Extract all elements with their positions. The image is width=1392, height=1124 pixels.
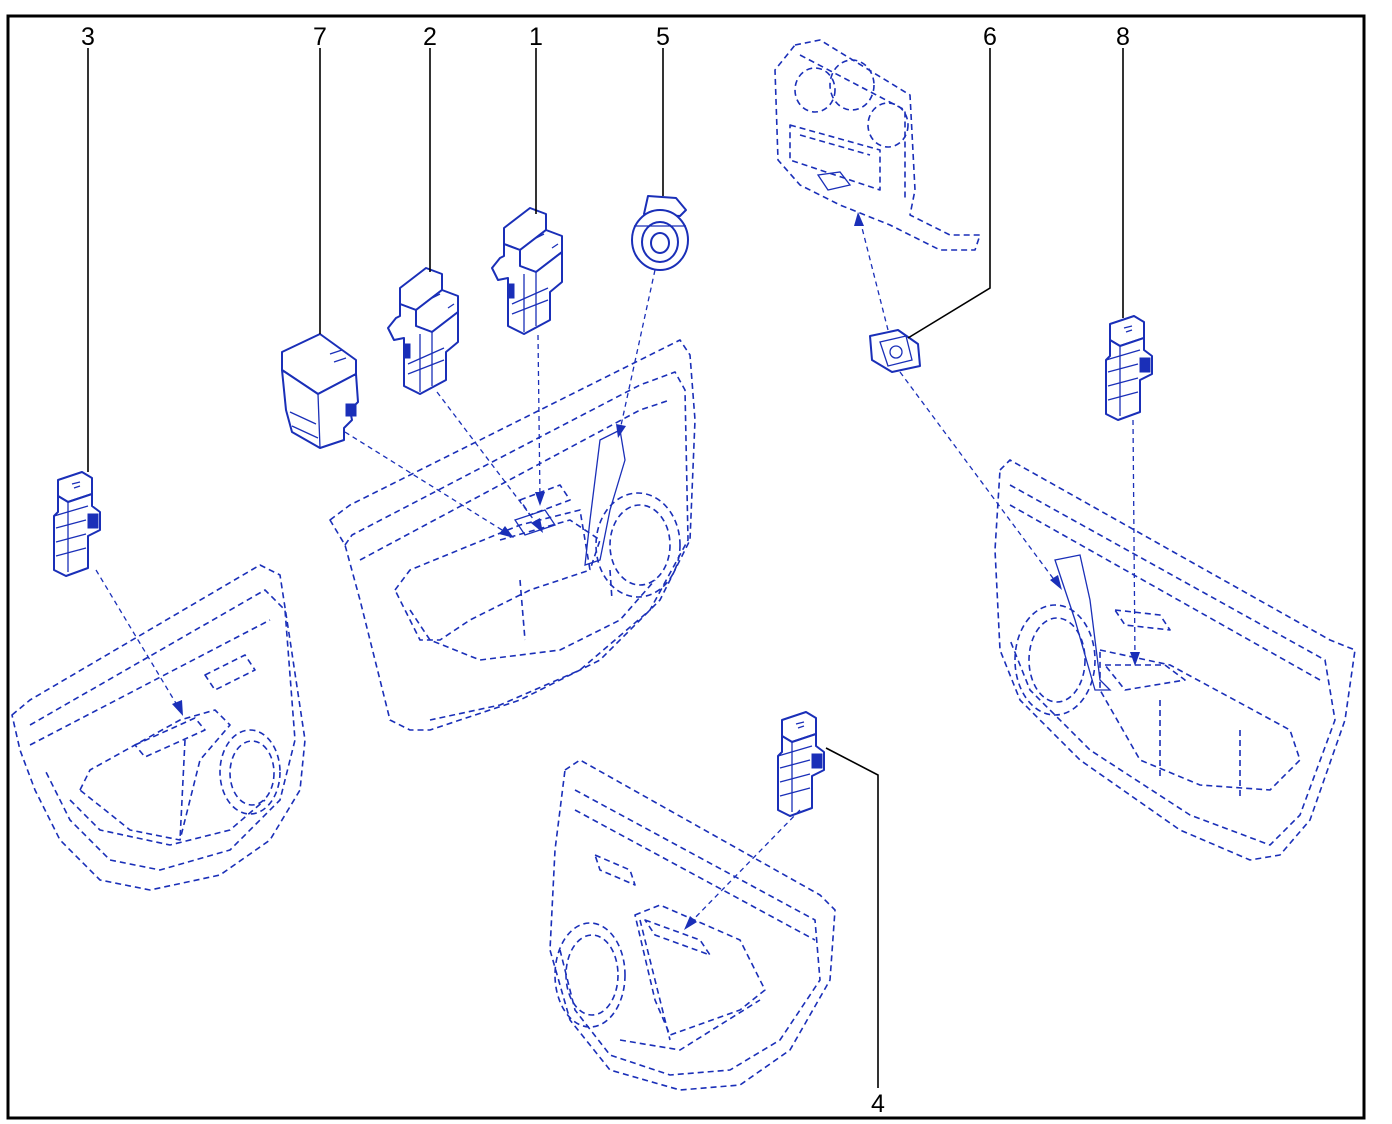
front-right-door-panel-icon xyxy=(994,459,1356,861)
callout-leaders xyxy=(87,48,1124,1088)
callout-4: 4 xyxy=(871,1090,885,1118)
rear-left-door-panel-icon xyxy=(11,564,306,891)
diagram-frame xyxy=(6,14,1366,1120)
callout-6: 6 xyxy=(983,23,997,51)
assembly-path-lines xyxy=(95,212,1140,930)
front-left-window-switch-socket-icon xyxy=(513,509,557,536)
callout-2: 2 xyxy=(423,23,437,51)
callout-3: 3 xyxy=(81,23,95,51)
callout-7: 7 xyxy=(313,23,327,51)
dashboard-center-console-icon xyxy=(774,39,981,251)
callout-8: 8 xyxy=(1116,23,1130,51)
rear-right-door-panel-icon xyxy=(549,759,836,1091)
round-switch-icon xyxy=(631,195,689,271)
rocker-switch-icon xyxy=(869,329,921,373)
callout-5: 5 xyxy=(656,23,670,51)
mirror-control-switch-icon xyxy=(281,333,359,449)
front-left-door-panel-icon xyxy=(329,339,696,731)
callout-1: 1 xyxy=(529,23,543,51)
